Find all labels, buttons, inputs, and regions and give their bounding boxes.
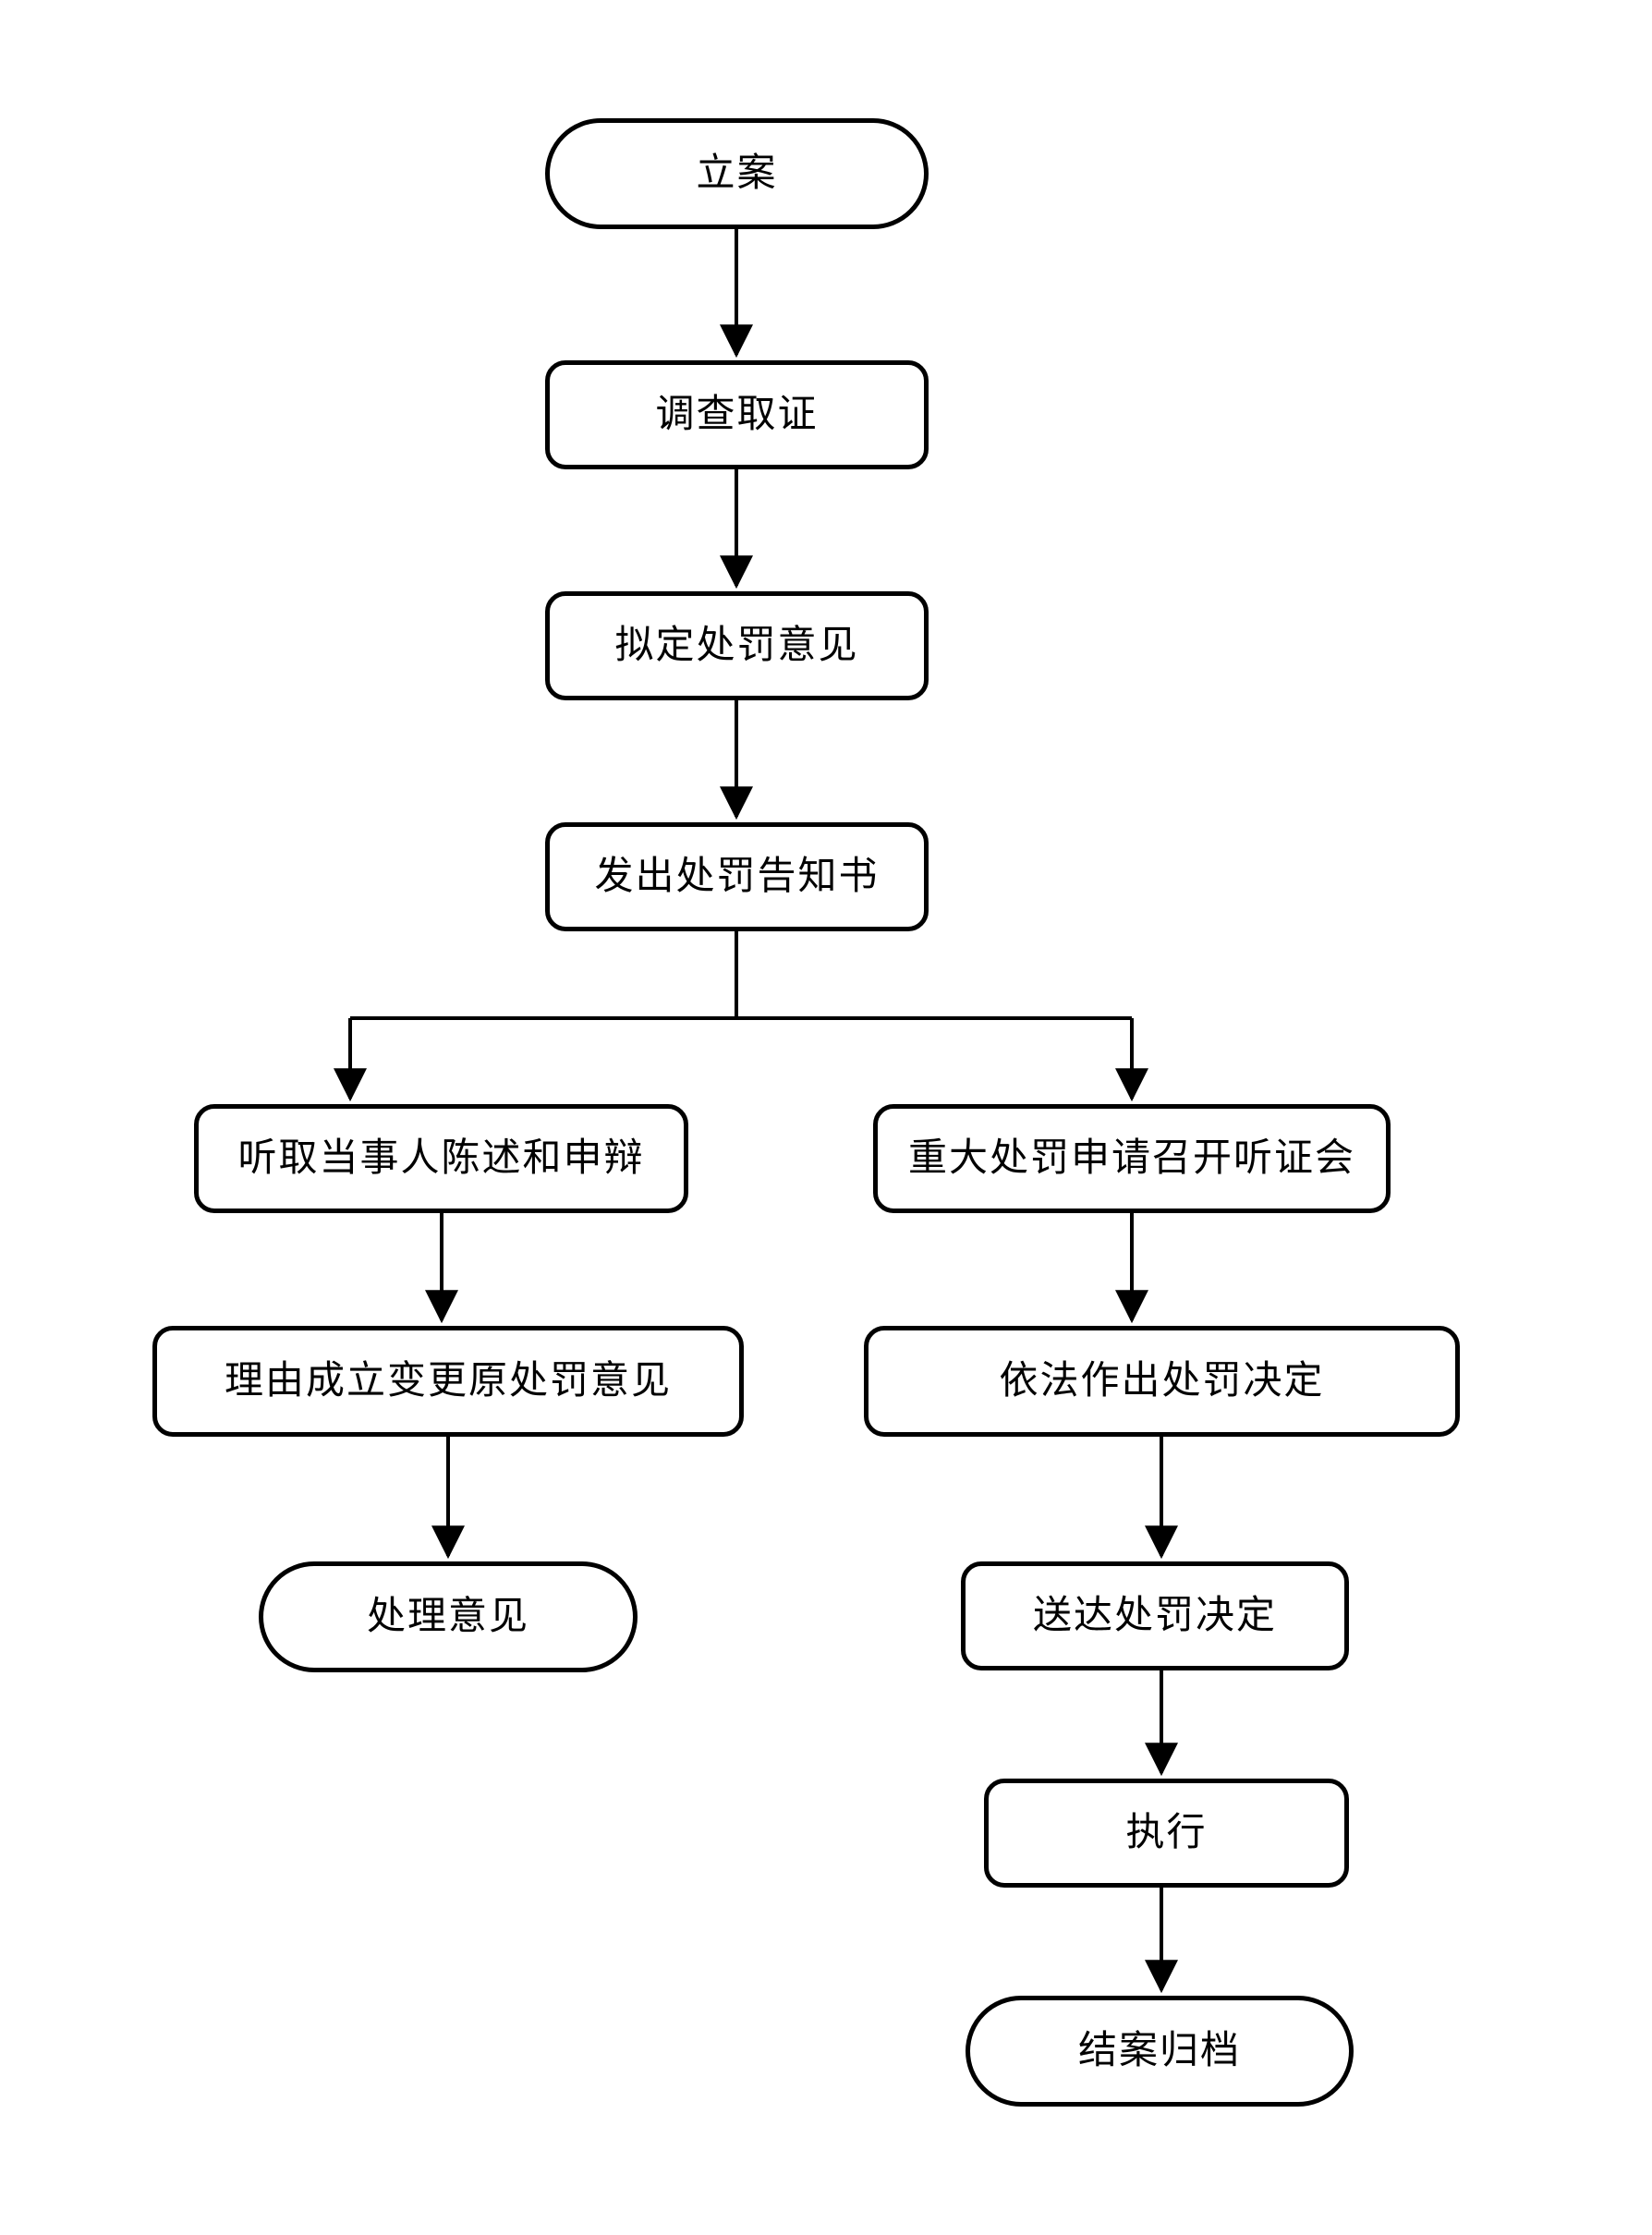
node-songda-chufa-jueding[interactable]: 送达处罚决定 [961, 1561, 1349, 1670]
node-diaocha-quzheng[interactable]: 调查取证 [545, 360, 929, 469]
node-label: 发出处罚告知书 [594, 855, 880, 898]
edge-fachu-split-bus [350, 931, 1132, 1020]
node-label: 依法作出处罚决定 [999, 1359, 1325, 1403]
node-zhongda-chufa-shenqing-tingzhenghui[interactable]: 重大处罚申请召开听证会 [873, 1104, 1391, 1213]
node-jiean-guidang[interactable]: 结案归档 [966, 1996, 1354, 2107]
node-label: 重大处罚申请召开听证会 [907, 1136, 1355, 1180]
node-label: 拟定处罚意见 [614, 624, 859, 667]
node-fachu-chufa-gaozhishu[interactable]: 发出处罚告知书 [545, 822, 929, 931]
node-label: 结案归档 [1077, 2029, 1241, 2072]
node-niding-chufa-yijian[interactable]: 拟定处罚意见 [545, 591, 929, 700]
node-label: 处理意见 [366, 1595, 529, 1638]
node-label: 调查取证 [655, 393, 819, 436]
node-label: 理由成立变更原处罚意见 [224, 1359, 672, 1403]
node-liyou-chengli-biangeng-yuan-chufa-yijian[interactable]: 理由成立变更原处罚意见 [152, 1326, 744, 1437]
node-label: 立案 [696, 152, 778, 195]
node-liuan[interactable]: 立案 [545, 118, 929, 229]
node-zhixing[interactable]: 执行 [984, 1779, 1349, 1888]
node-label: 执行 [1125, 1811, 1208, 1854]
node-label: 送达处罚决定 [1032, 1594, 1277, 1637]
node-chuli-yijian[interactable]: 处理意见 [259, 1561, 638, 1672]
node-tingqu-dangshiren-chenshu-shenbian[interactable]: 听取当事人陈述和申辩 [194, 1104, 688, 1213]
node-yifa-zuochu-chufa-jueding[interactable]: 依法作出处罚决定 [864, 1326, 1460, 1437]
node-label: 听取当事人陈述和申辩 [237, 1136, 645, 1180]
